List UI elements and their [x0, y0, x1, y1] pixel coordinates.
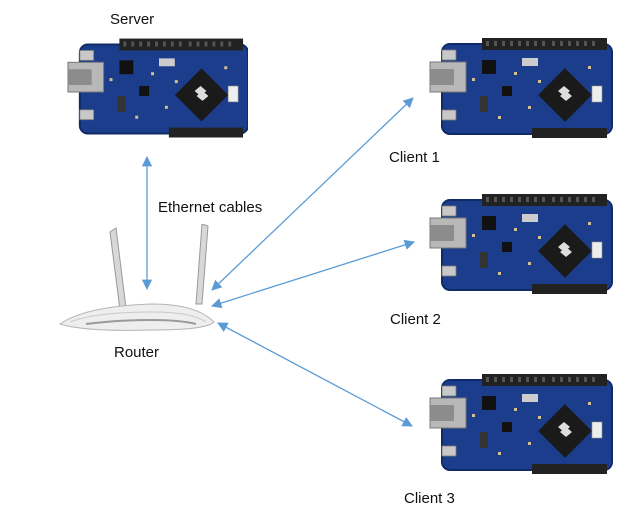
client2-label: Client 2 — [390, 311, 441, 328]
client1-label: Client 1 — [389, 149, 440, 166]
arrow-router-client1 — [211, 97, 414, 291]
client3-label: Client 3 — [404, 490, 455, 507]
wifi-router-icon — [58, 224, 215, 331]
router-label: Router — [114, 344, 160, 361]
arrow-router-client2 — [211, 239, 415, 309]
ethernet-cables-label: Ethernet cables — [158, 199, 263, 216]
arrow-router-client3 — [217, 322, 413, 427]
server-label: Server — [110, 11, 155, 28]
